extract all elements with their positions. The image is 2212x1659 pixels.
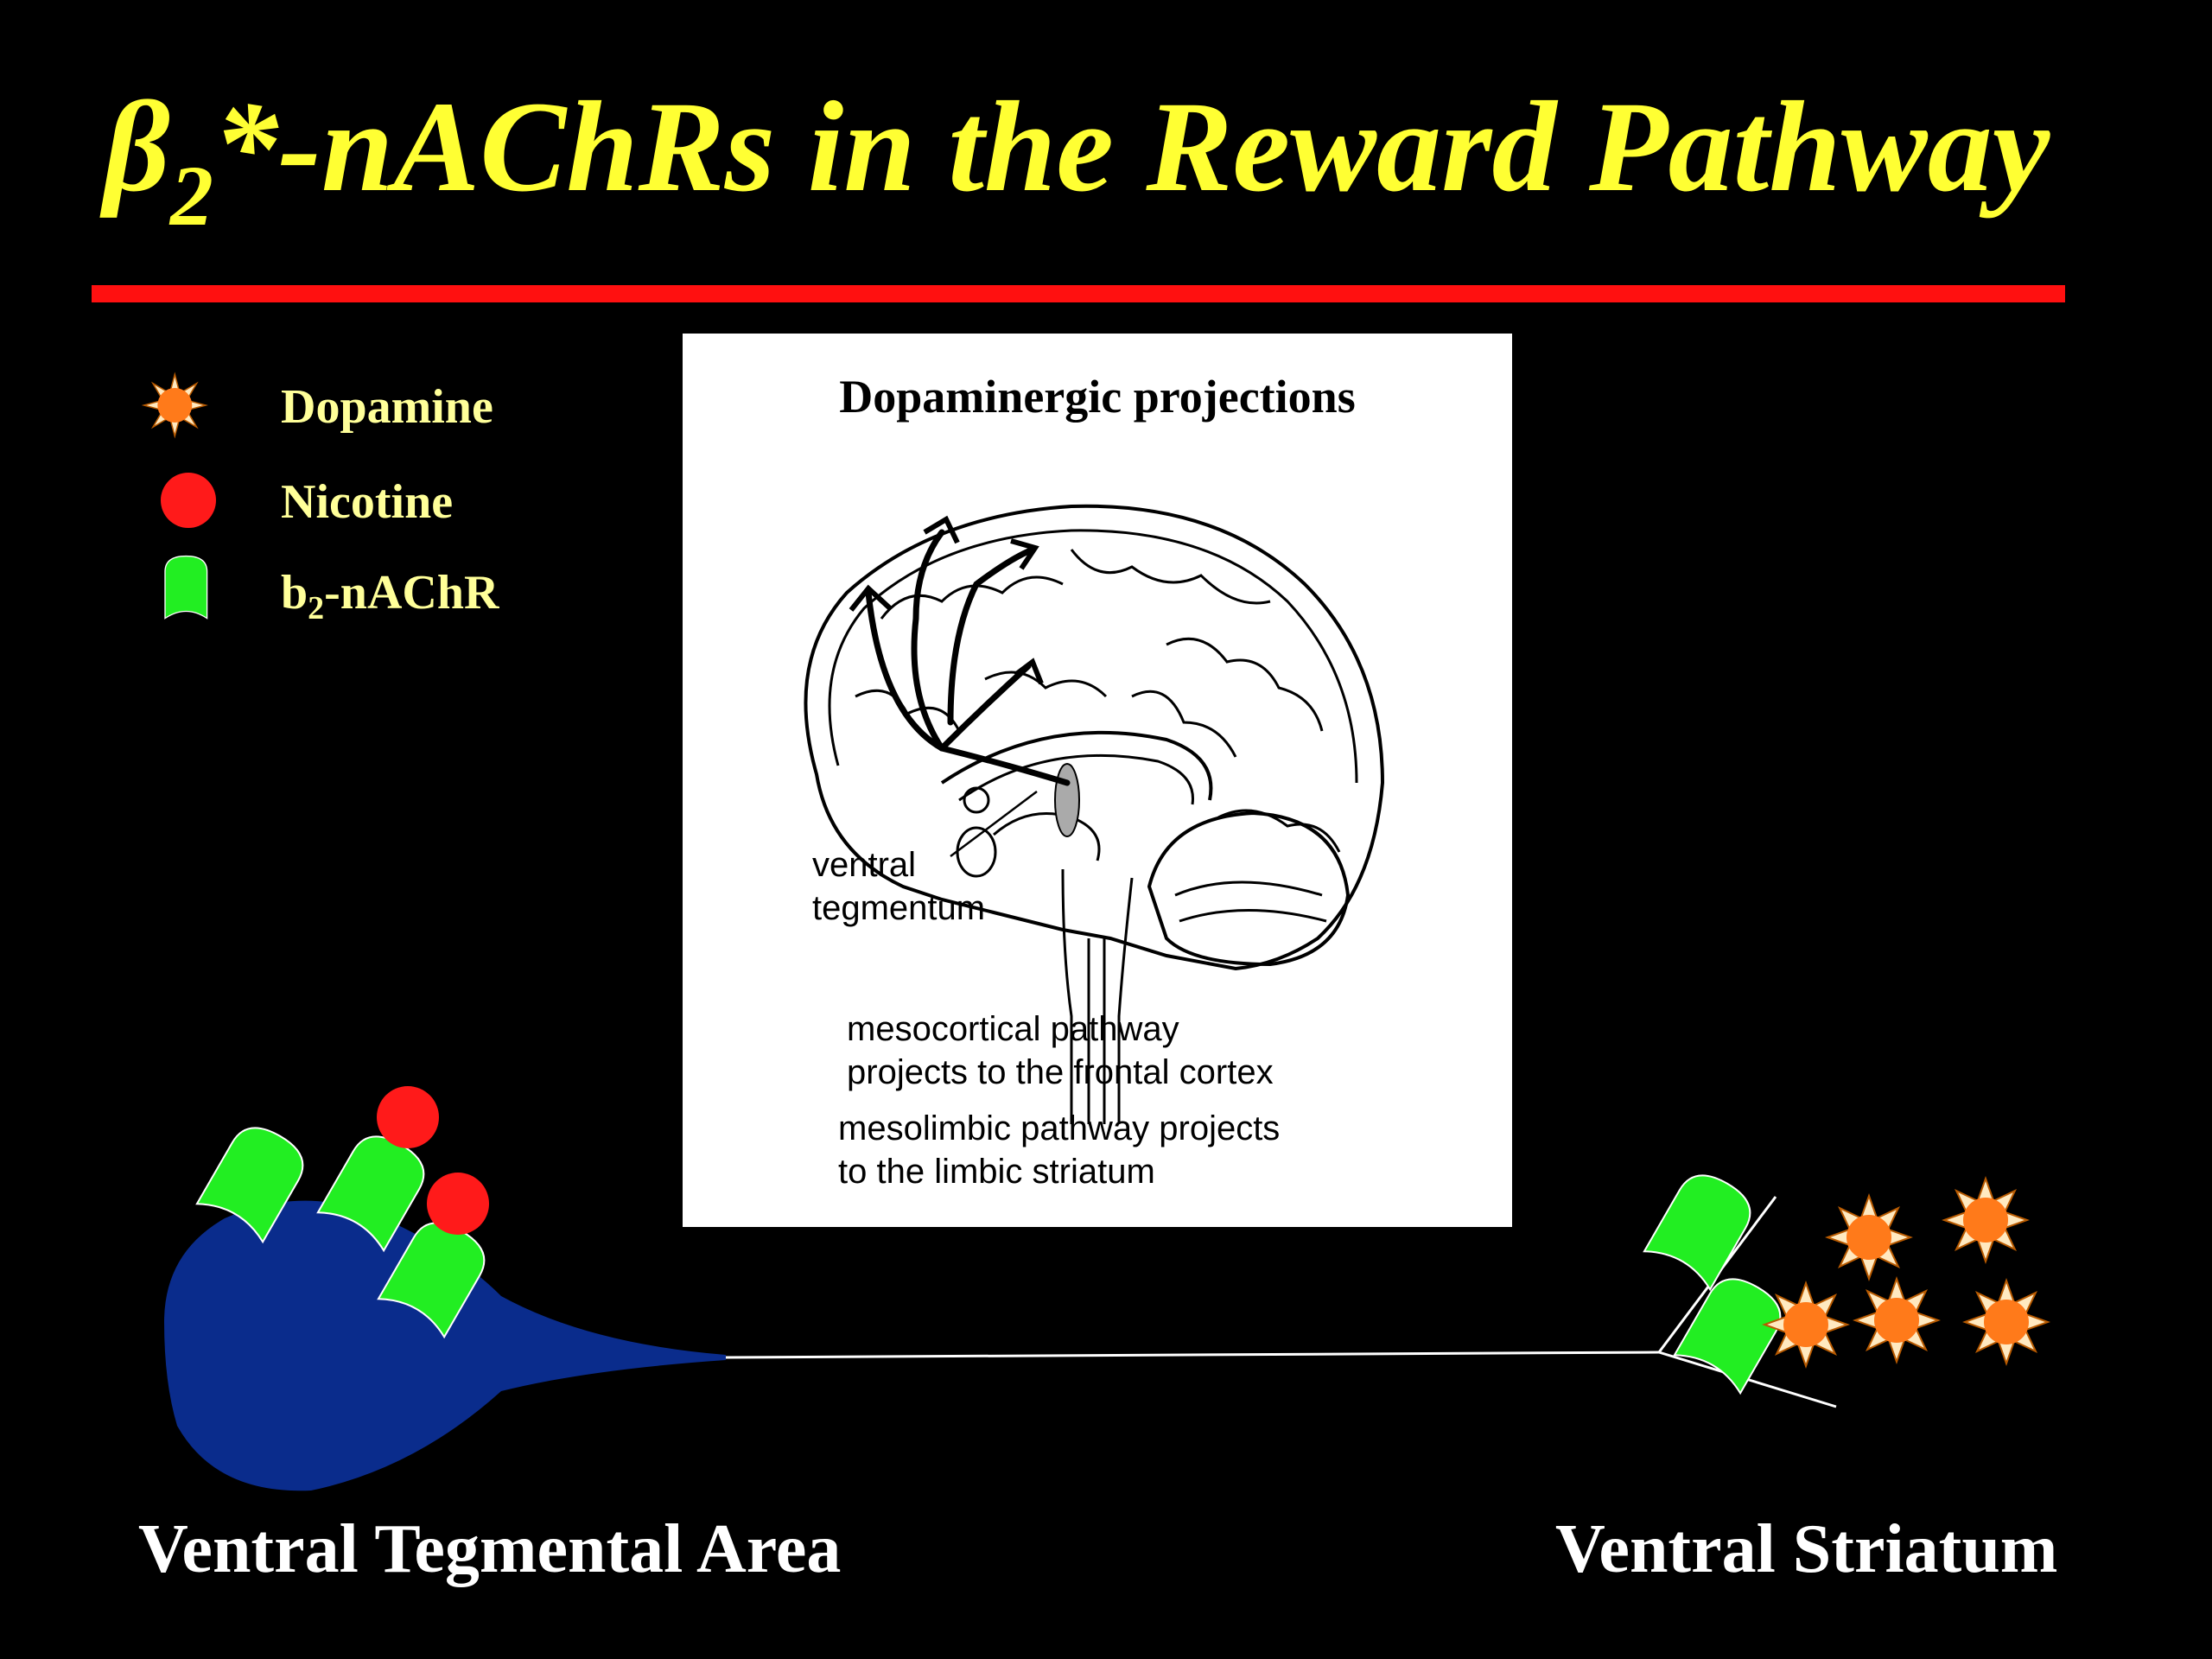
receptor-label-prefix: b <box>281 566 308 620</box>
receptor-icon <box>164 555 208 620</box>
striatum-receptor-1 <box>1643 1174 1751 1292</box>
ventral-tegmental-area-label: Ventral Tegmental Area <box>138 1511 842 1587</box>
legend-item-dopamine: Dopamine <box>130 367 648 445</box>
dopamine-molecule-core-3 <box>1783 1302 1828 1347</box>
legend-label-nicotine: Nicotine <box>281 475 454 529</box>
dopamine-molecule-core-1 <box>1847 1215 1891 1260</box>
vta-receptor-1 <box>195 1127 304 1244</box>
legend-label-receptor: b2-nAChR <box>281 565 499 627</box>
ventral-tegmentum-label: ventral tegmentum <box>812 846 986 927</box>
title-divider <box>92 285 2065 302</box>
legend-item-nicotine: Nicotine <box>130 462 648 540</box>
title-subscript: 2 <box>169 148 213 244</box>
slide-title: β2*-nAChRs in the Reward Pathway <box>104 82 2160 239</box>
receptor-label-suffix: -nAChR <box>324 566 499 620</box>
vta-receptor-2 <box>316 1135 425 1253</box>
figure-title: Dopaminergic projections <box>839 371 1356 423</box>
vta-receptor-3 <box>377 1222 486 1339</box>
title-beta-symbol: β <box>104 75 170 219</box>
striatum-receptor-2 <box>1673 1278 1782 1395</box>
mesolimbic-caption: mesolimbic pathway projects to the limbi… <box>838 1109 1281 1191</box>
nicotine-molecule-1 <box>377 1086 439 1148</box>
dopamine-icon <box>141 372 208 439</box>
ventral-striatum-label: Ventral Striatum <box>1555 1511 2058 1587</box>
dopamine-molecule-core-2 <box>1963 1198 2008 1243</box>
legend-label-dopamine: Dopamine <box>281 380 493 434</box>
legend-item-receptor: b2-nAChR <box>130 553 648 631</box>
dopamine-molecule-core-5 <box>1984 1300 2029 1344</box>
brain-figure-panel: Dopaminergic projections ventral tegment… <box>683 334 1512 1227</box>
vta-neuron-body <box>164 1200 726 1491</box>
dopamine-molecules <box>1762 1176 2050 1369</box>
dopamine-molecule-core-4 <box>1874 1298 1919 1343</box>
nicotine-molecule-2 <box>427 1173 489 1235</box>
receptor-label-subscript: 2 <box>308 590 325 626</box>
nicotine-icon <box>161 473 216 528</box>
axon-line <box>725 1351 1660 1359</box>
brain-illustration <box>804 504 1385 1124</box>
title-main-text: *-nAChRs in the Reward Pathway <box>213 75 2050 219</box>
mesocortical-caption: mesocortical pathway projects to the fro… <box>847 1010 1274 1091</box>
